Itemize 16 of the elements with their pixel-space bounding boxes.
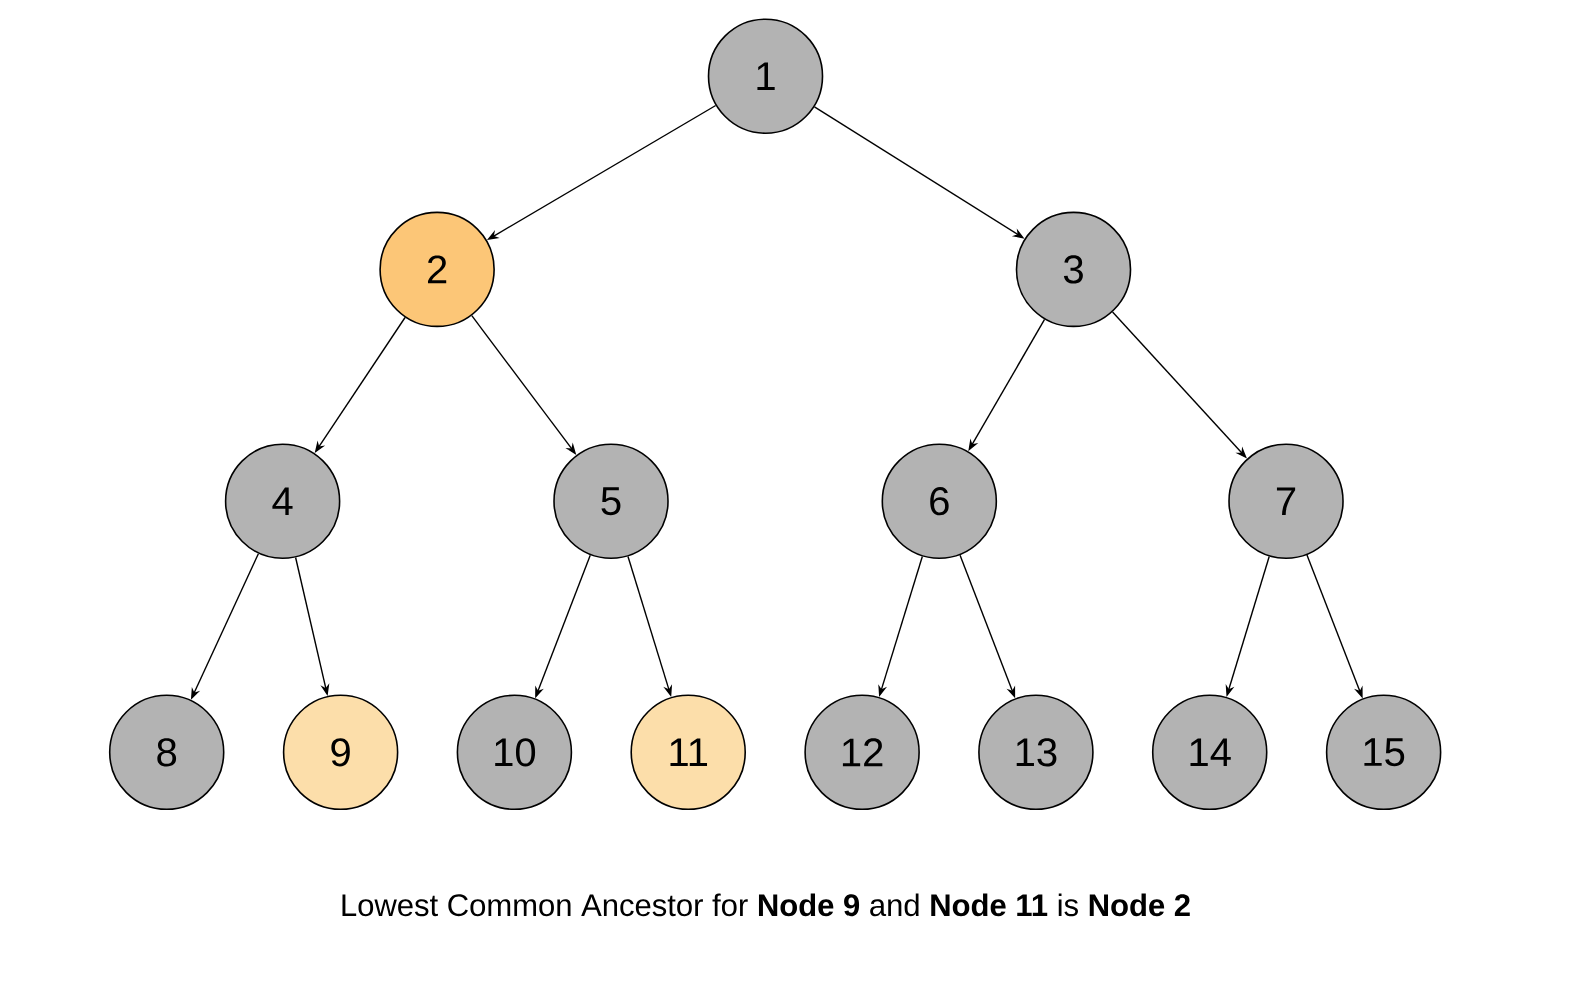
tree-node: 9 [282,694,399,811]
tree-node: 14 [1151,694,1268,811]
tree-node: 1 [707,18,824,134]
tree-node: 2 [379,211,495,328]
caption: Lowest Common Ancestor for Node 9 and Node 11 is Node 2 [342,893,1190,917]
tree-node: 4 [224,443,341,559]
tree-node: 12 [804,694,920,811]
tree-node: 11 [630,694,746,811]
tree-node: 15 [1325,694,1442,811]
tree-node: 7 [1228,443,1344,559]
tree-node: 3 [1015,211,1132,328]
tree-node: 8 [108,694,225,811]
tree-node: 6 [881,443,998,559]
tree-node: 10 [456,694,573,811]
tree-node: 13 [978,694,1094,811]
tree-node: 5 [553,443,669,559]
